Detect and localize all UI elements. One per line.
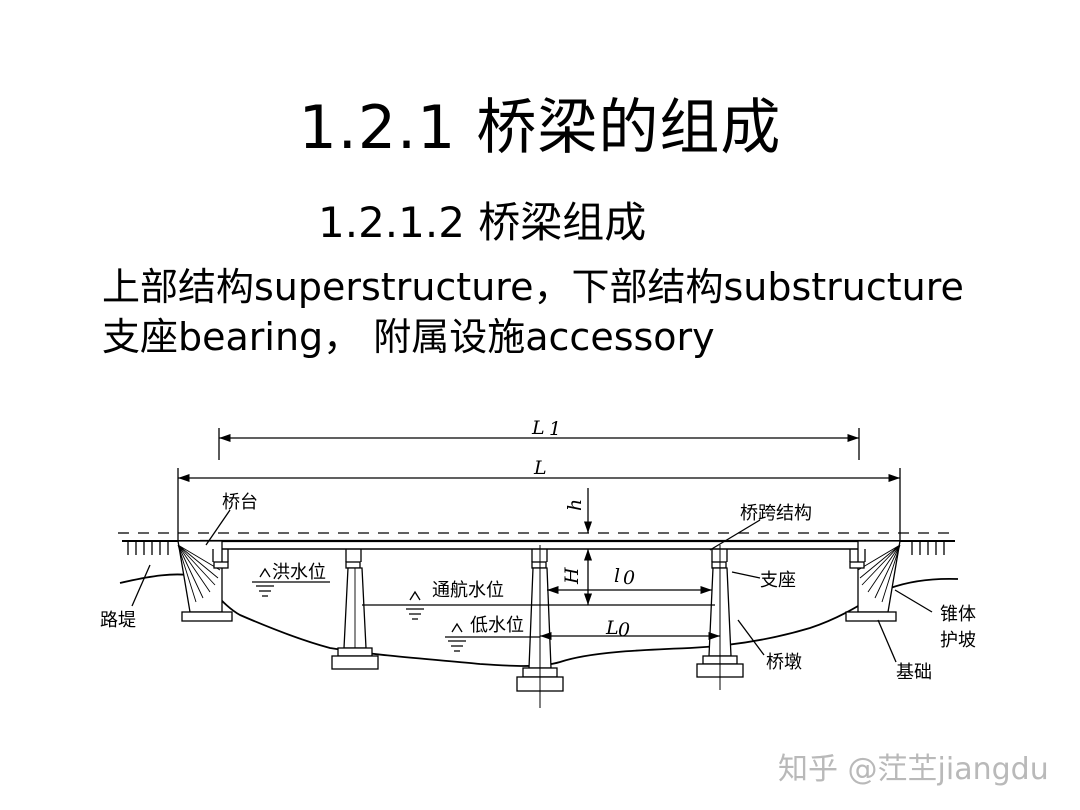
- dim-label-l0-sub: 0: [623, 567, 635, 589]
- slide-title: 1.2.1 桥梁的组成: [298, 93, 782, 163]
- pier-3: [696, 545, 744, 690]
- dim-label-H: H: [561, 567, 583, 585]
- label-foundation: 基础: [896, 662, 932, 683]
- dim-label-L0: L: [605, 617, 619, 639]
- pier-1: [331, 561, 379, 670]
- left-abutment: [177, 540, 233, 622]
- dim-label-l1-main: L: [531, 417, 545, 439]
- label-pier: 桥墩: [766, 652, 802, 673]
- label-bearing: 支座: [760, 570, 796, 591]
- dim-label-l: L: [533, 457, 547, 479]
- watermark: 知乎 @茳芏jiangdu: [778, 752, 1049, 787]
- label-cone-slope-2: 护坡: [940, 630, 976, 651]
- components-line-1: 上部结构superstructure，下部结构substructure: [102, 265, 964, 309]
- components-line-2: 支座bearing， 附属设施accessory: [102, 315, 715, 359]
- dim-label-l1-sub: 1: [549, 418, 561, 440]
- label-span-structure: 桥跨结构: [740, 503, 812, 524]
- label-flood-level: 洪水位: [272, 562, 326, 583]
- label-embankment: 路堤: [100, 610, 136, 631]
- slide-subtitle: 1.2.1.2 桥梁组成: [318, 198, 647, 247]
- right-abutment: [845, 540, 901, 622]
- label-navigation-level: 通航水位: [432, 580, 504, 601]
- dim-label-h: h: [564, 499, 586, 511]
- pier-2: [516, 545, 564, 708]
- dim-label-L0-sub: 0: [618, 619, 630, 641]
- label-low-water-level: 低水位: [470, 615, 524, 636]
- label-cone-slope-1: 锥体: [940, 604, 976, 625]
- dim-label-l0: l: [614, 565, 620, 587]
- label-abutment: 桥台: [222, 492, 258, 513]
